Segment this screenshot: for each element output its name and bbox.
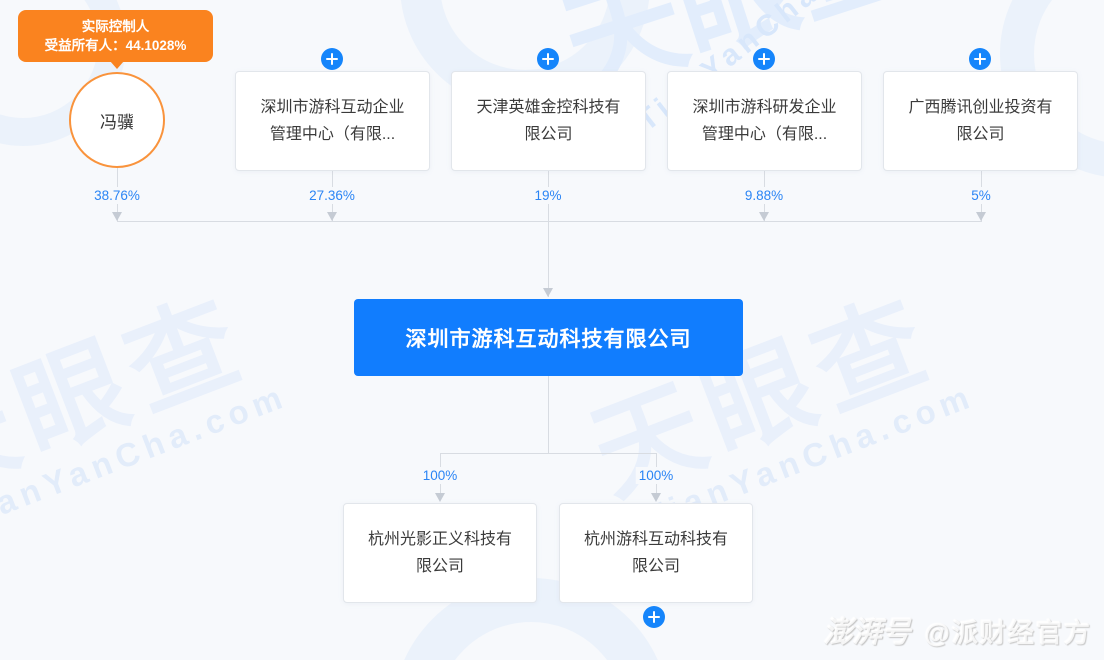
press-account-name: @派财经官方: [924, 618, 1092, 648]
arrow-down-icon: [543, 288, 553, 297]
share-percent-label: 38.76%: [91, 187, 143, 204]
main-company-node[interactable]: 深圳市游科互动科技有限公司: [354, 299, 743, 376]
share-percent-label: 5%: [968, 187, 994, 204]
share-percent-label: 100%: [419, 467, 461, 484]
connector-line: [548, 376, 549, 453]
press-watermark: 澎湃号 @派财经官方: [824, 609, 1092, 651]
main-company-name: 深圳市游科互动科技有限公司: [405, 327, 692, 351]
expand-icon[interactable]: [643, 606, 665, 628]
share-percent-label: 9.88%: [741, 187, 787, 204]
arrow-down-icon: [435, 493, 445, 502]
expand-icon[interactable]: [537, 48, 559, 70]
shareholder-node[interactable]: 天津英雄金控科技有限公司: [451, 71, 646, 171]
shareholder-name: 天津英雄金控科技有限公司: [476, 99, 621, 143]
subsidiary-name: 杭州游科互动科技有限公司: [583, 531, 728, 575]
tianyancha-watermark-left: 天眼查 TianYanCha.com: [0, 276, 293, 537]
arrow-down-icon: [112, 212, 122, 221]
share-percent-label: 19%: [531, 187, 565, 204]
shareholder-node[interactable]: 广西腾讯创业投资有限公司: [883, 71, 1078, 171]
connector-line: [548, 221, 549, 297]
arrow-down-icon: [976, 212, 986, 221]
subsidiary-node[interactable]: 杭州光影正义科技有限公司: [343, 503, 537, 603]
shareholder-name: 广西腾讯创业投资有限公司: [908, 99, 1053, 143]
expand-icon[interactable]: [969, 48, 991, 70]
arrow-down-icon: [759, 212, 769, 221]
controller-name: 冯骥: [100, 112, 134, 132]
shareholder-name: 深圳市游科研发企业管理中心（有限...: [692, 99, 837, 143]
shareholder-node[interactable]: 深圳市游科互动企业管理中心（有限...: [235, 71, 430, 171]
actual-controller-label: 实际控制人: [81, 19, 150, 34]
actual-controller-badge: 实际控制人 受益所有人：44.1028%: [18, 10, 213, 62]
beneficial-owner-label: 受益所有人：44.1028%: [44, 38, 187, 53]
arrow-down-icon: [327, 212, 337, 221]
expand-icon[interactable]: [753, 48, 775, 70]
badge-pointer: [110, 61, 124, 69]
share-percent-label: 100%: [635, 467, 677, 484]
controller-node[interactable]: 冯骥: [69, 72, 165, 168]
shareholder-name: 深圳市游科互动企业管理中心（有限...: [260, 99, 405, 143]
share-percent-label: 27.36%: [306, 187, 358, 204]
shareholder-node[interactable]: 深圳市游科研发企业管理中心（有限...: [667, 71, 862, 171]
connector-line: [440, 453, 657, 454]
arrow-down-icon: [651, 493, 661, 502]
expand-icon[interactable]: [321, 48, 343, 70]
subsidiary-name: 杭州光影正义科技有限公司: [367, 531, 512, 575]
pengpai-logo: 澎湃号: [823, 617, 911, 649]
subsidiary-node[interactable]: 杭州游科互动科技有限公司: [559, 503, 753, 603]
connector-line: [117, 221, 982, 222]
